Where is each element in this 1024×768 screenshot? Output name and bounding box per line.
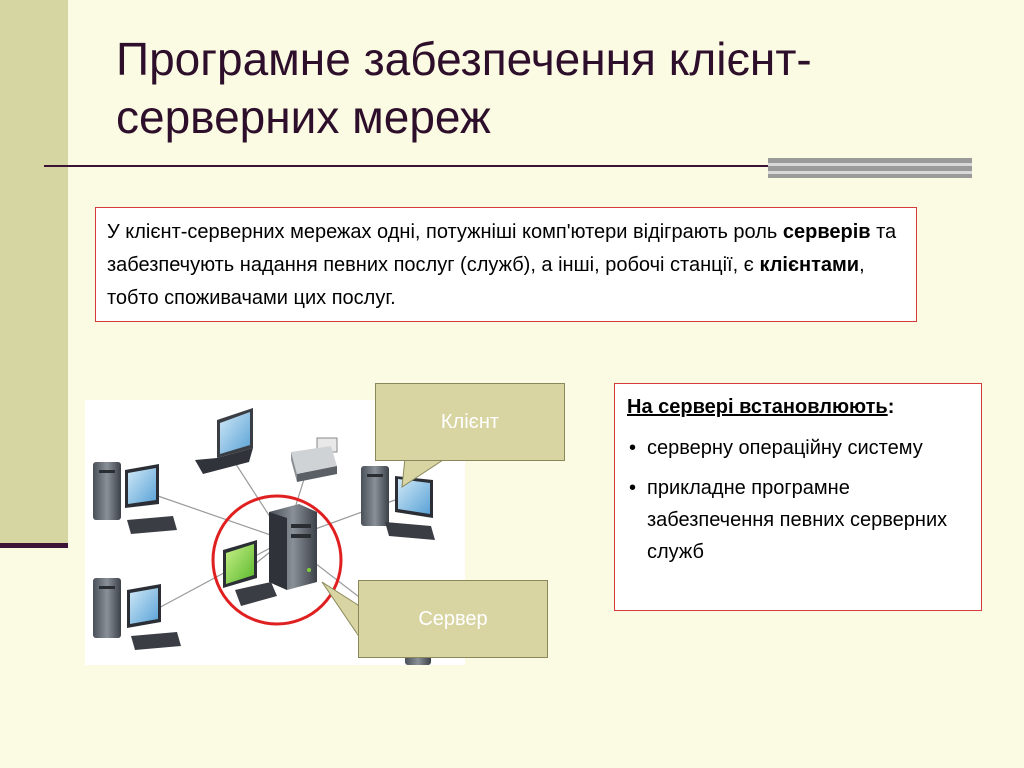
server-highlight-ring [211,494,343,626]
server-software-heading: На сервері встановлюють: [627,394,969,420]
server-callout-label: Сервер [418,607,488,630]
server-software-box: На сервері встановлюють: • серверну опер… [614,383,982,611]
server-software-list: • серверну операційну систему • прикладн… [627,432,969,568]
client-callout: Клієнт [375,383,565,461]
server-software-heading-colon: : [887,396,895,418]
bullet-icon: • [629,477,637,499]
server-software-heading-text: На сервері встановлюють [627,396,888,418]
printer-icon [291,437,338,482]
list-item-text: прикладне програмне забезпечення певних … [647,477,948,563]
laptop-icon [195,408,253,474]
intro-text-part-2: та забезпечують надання певних послуг (с… [107,221,897,276]
intro-text-box: У клієнт-серверних мережах одні, потужні… [95,207,917,322]
intro-text-part-1: У клієнт-серверних мережах одні, потужні… [107,221,783,243]
intro-bold-clients: клієнтами [759,254,860,276]
desktop-computer-icon [223,540,277,606]
intro-text-part-3: , тобто споживачами цих послуг. [107,254,865,309]
keyboard-icon [127,516,177,534]
list-item: • прикладне програмне забезпечення певни… [627,472,969,568]
client-callout-label: Клієнт [440,410,500,433]
desktop-computer-icon [93,578,181,650]
desktop-computer-icon [93,462,177,534]
server-callout: Сервер [358,580,548,658]
title-underline [44,165,972,167]
list-item: • серверну операційну систему [627,432,969,464]
server-tower-icon [269,504,317,590]
left-band-rule [0,543,68,548]
slide-title: Програмне забезпечення клієнт-серверних … [116,33,812,143]
intro-bold-servers: серверів [782,221,871,243]
title-accent-stripes [768,158,972,178]
left-accent-band [0,0,68,545]
bullet-icon: • [629,437,637,459]
desktop-computer-icon [361,466,435,540]
list-item-text: серверну операційну систему [647,437,923,459]
